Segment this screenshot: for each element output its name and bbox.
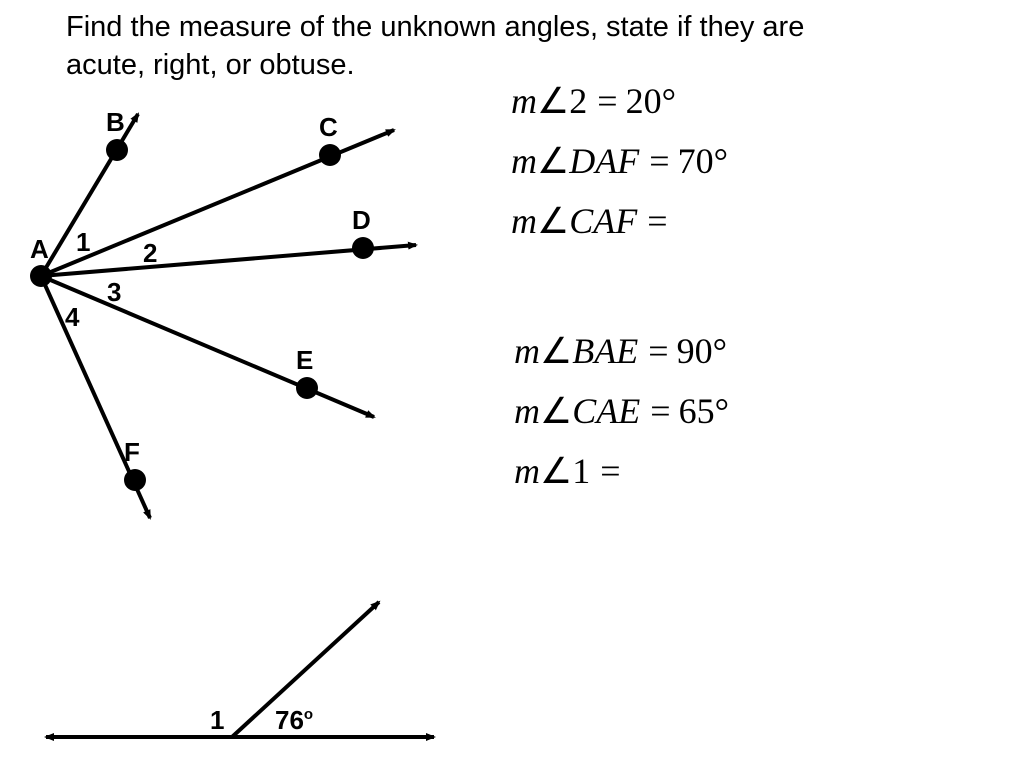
equation-3: m∠CAF= xyxy=(511,201,668,241)
given-angle-label: 76o xyxy=(275,705,313,735)
equation-6-lhs: 1 xyxy=(572,451,591,491)
point-d-label: D xyxy=(352,205,371,235)
linear-pair-diagram: 1 76o xyxy=(44,600,436,741)
equation-5-value: 65° xyxy=(678,391,729,431)
point-f-dot xyxy=(124,469,146,491)
point-b-dot xyxy=(106,139,128,161)
equation-4-lhs: BAE xyxy=(572,331,639,371)
equation-4: m∠BAE=90° xyxy=(514,331,727,371)
equation-5: m∠CAE=65° xyxy=(514,391,729,431)
equation-4-value: 90° xyxy=(676,331,727,371)
equation-5-lhs: CAE xyxy=(572,391,641,431)
angle-3-label: 3 xyxy=(107,277,121,307)
point-f-label: F xyxy=(124,437,140,467)
equation-1: m∠2=20° xyxy=(511,81,676,121)
ray-ae xyxy=(40,274,376,419)
equation-2: m∠DAF=70° xyxy=(511,141,728,181)
instructions-text: Find the measure of the unknown angles, … xyxy=(66,8,966,84)
point-b-label: B xyxy=(106,107,125,137)
point-c-dot xyxy=(319,144,341,166)
point-c-label: C xyxy=(319,112,338,142)
instructions-line-1: Find the measure of the unknown angles, … xyxy=(66,11,805,43)
point-d-dot xyxy=(352,237,374,259)
equation-1-value: 20° xyxy=(625,81,676,121)
point-a-label: A xyxy=(30,234,49,264)
equation-1-lhs: 2 xyxy=(569,81,588,121)
unknown-angle-label: 1 xyxy=(210,705,224,735)
angle-1-label: 1 xyxy=(76,227,90,257)
angle-2-label: 2 xyxy=(143,238,157,268)
point-e-dot xyxy=(296,377,318,399)
slanted-ray xyxy=(230,600,381,739)
equation-2-value: 70° xyxy=(677,141,728,181)
ray-ac xyxy=(40,128,396,278)
point-e-label: E xyxy=(296,345,313,375)
equation-3-lhs: CAF xyxy=(569,201,638,241)
equation-2-lhs: DAF xyxy=(569,141,640,181)
equation-6: m∠1= xyxy=(514,451,621,491)
angle-4-label: 4 xyxy=(65,302,80,332)
ray-diagram: A B C D E F 1 2 3 4 xyxy=(30,107,418,520)
instructions-line-2: acute, right, or obtuse. xyxy=(66,49,355,81)
point-a-dot xyxy=(30,265,52,287)
